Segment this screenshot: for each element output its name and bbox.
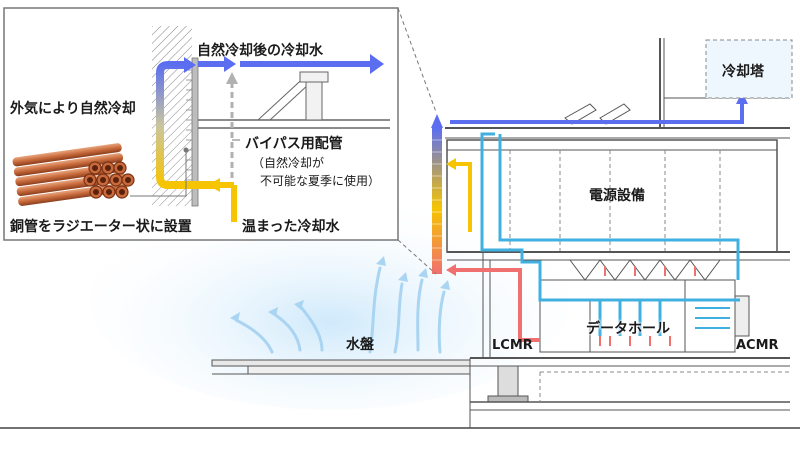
bypass-note-line2: 不可能な夏季に使用） <box>260 174 381 188</box>
acmr-label: ACMR <box>736 338 779 353</box>
inset-loop-arrowhead <box>184 57 196 73</box>
facade-radiator <box>431 114 443 274</box>
data-hall-label: データホール <box>586 321 670 337</box>
inset-panel <box>3 7 399 241</box>
inset-bypass-pipe <box>226 72 240 188</box>
inset-radiator-column <box>191 57 199 207</box>
zoom-connector <box>397 7 437 275</box>
copper-pipe-bundle <box>12 143 135 206</box>
water-basin <box>211 359 471 375</box>
acmr-airflow <box>695 307 730 329</box>
cooling-tower-box <box>705 39 793 99</box>
heat-dashes <box>599 266 696 346</box>
copper-pipe-radiator-label: 銅管をラジエーター状に設置 <box>10 219 192 235</box>
cool-roof-pipe <box>450 100 744 124</box>
outside-air-cooling-label: 外気により自然冷却 <box>10 101 136 117</box>
warm-return-pipe <box>452 162 472 232</box>
supply-branches <box>598 300 662 336</box>
supply-pipe-right <box>498 134 740 280</box>
supply-pipe <box>480 132 740 302</box>
inset-cool-outflow <box>198 54 384 74</box>
copper-leader-line <box>130 147 189 197</box>
bypass-note-line1: （自然冷却が <box>252 156 325 170</box>
inset-warm-arrowhead <box>208 178 220 192</box>
hot-return-arrow <box>446 264 456 276</box>
warm-return-arrow <box>446 158 456 170</box>
hot-return-pipe <box>452 268 540 342</box>
cooling-tower-label: 冷却塔 <box>722 64 764 80</box>
lcmr-label: LCMR <box>492 338 533 353</box>
natural-cooled-water-label: 自然冷却後の冷却水 <box>197 43 323 59</box>
warm-cooling-water-label: 温まった冷却水 <box>242 219 340 235</box>
air-haze <box>90 190 570 410</box>
water-basin-label: 水盤 <box>346 337 374 353</box>
bypass-pipe-label: バイパス用配管 <box>245 136 343 152</box>
inset-flow-loop <box>156 61 220 189</box>
rising-air-arrowheads <box>230 256 450 322</box>
power-equipment-label: 電源設備 <box>589 188 645 204</box>
rising-air-arrows <box>234 266 446 354</box>
